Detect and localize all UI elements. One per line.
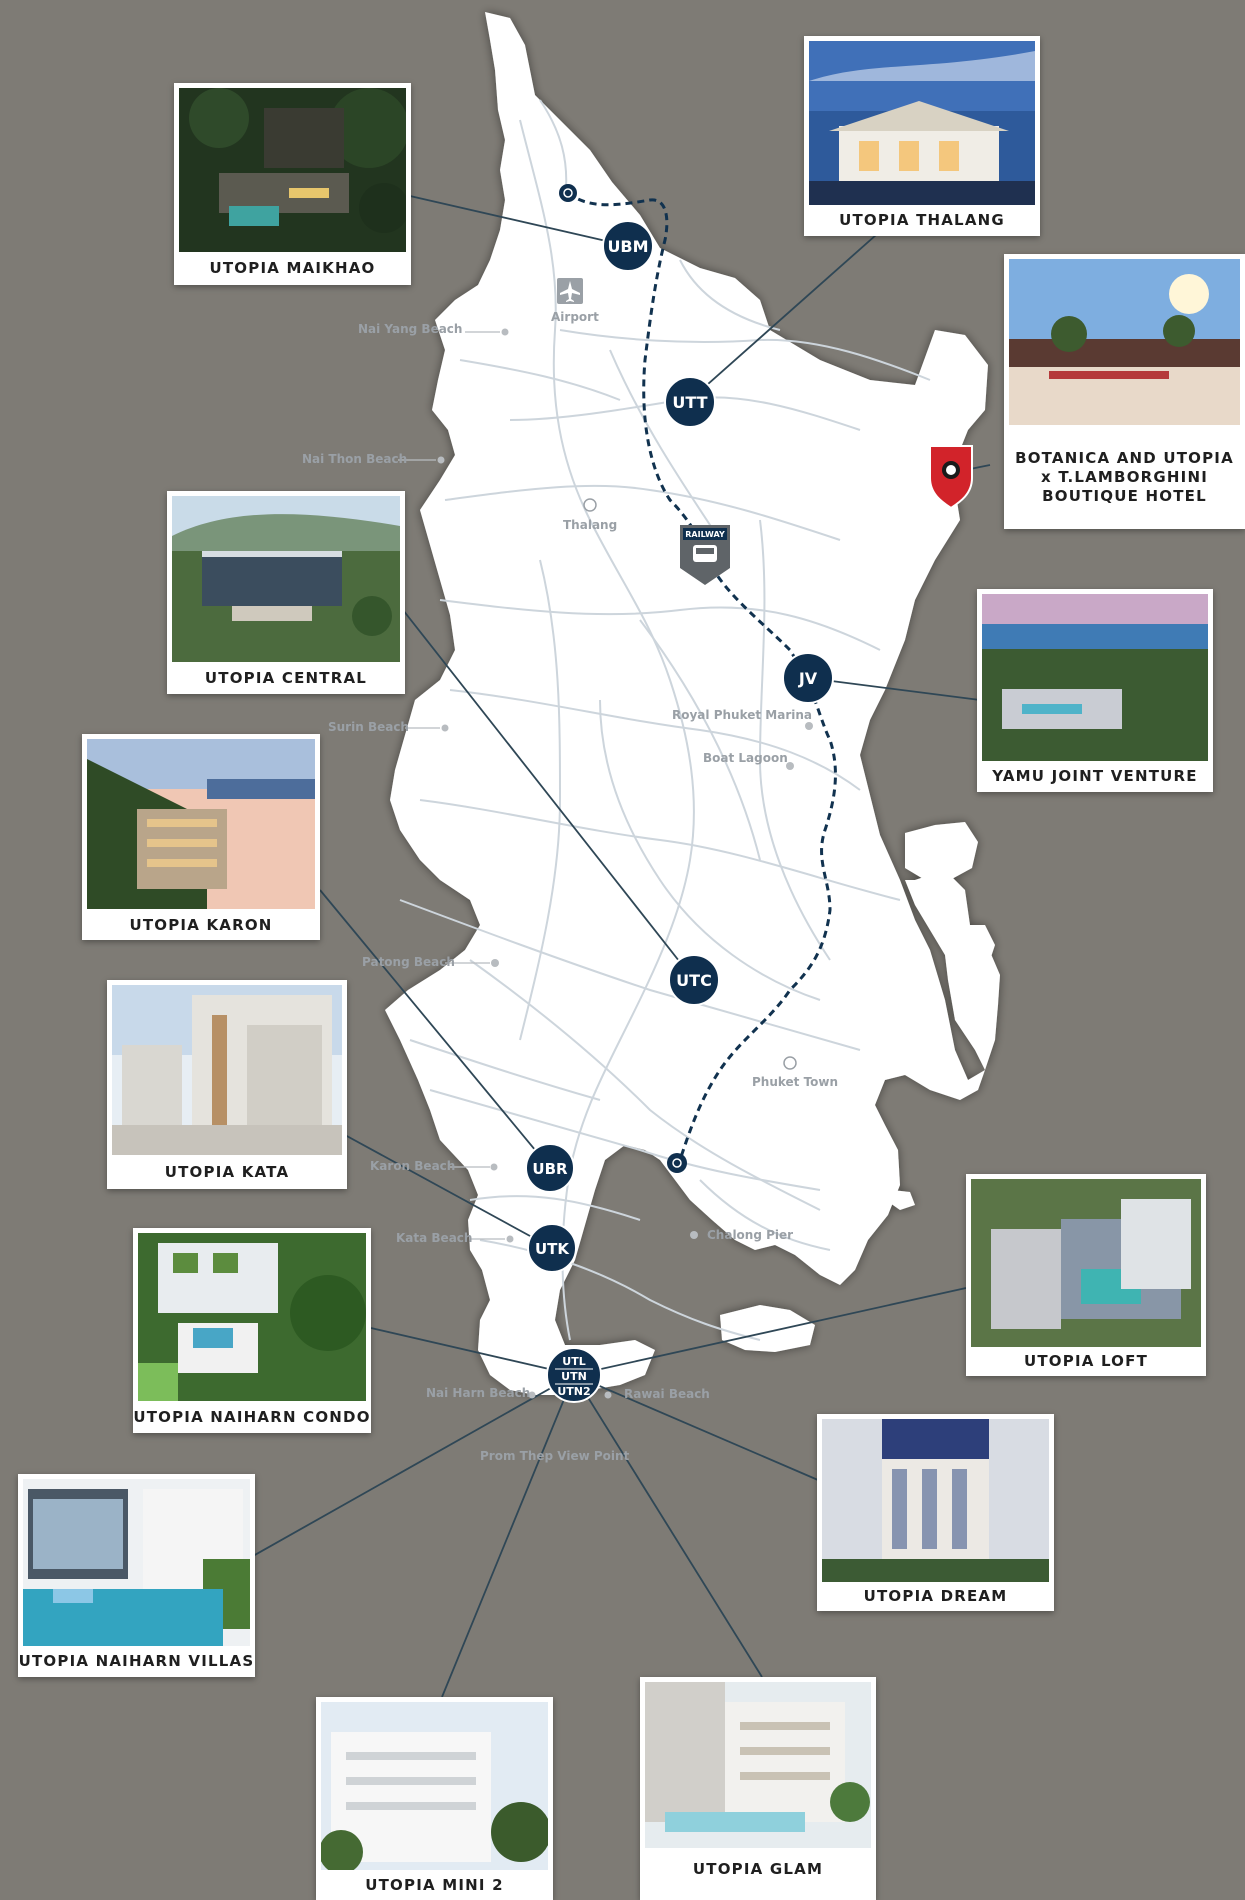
route-end-marker — [667, 1153, 687, 1173]
railway-icon: RAILWAY — [680, 525, 730, 585]
card-utopia-karon[interactable]: UTOPIA KARON — [82, 734, 320, 940]
svg-text:UTT: UTT — [672, 393, 707, 412]
caption-glam: UTOPIA GLAM — [692, 1859, 824, 1878]
marker-ubm[interactable]: UBM — [602, 220, 654, 272]
card-utopia-kata[interactable]: UTOPIA KATA — [107, 980, 347, 1189]
caption-mini-2: UTOPIA MINI 2 — [365, 1875, 504, 1894]
nai-thon-label: Nai Thon Beach — [302, 452, 407, 466]
svg-text:UTN2: UTN2 — [557, 1385, 590, 1398]
thalang-label: Thalang — [563, 518, 617, 532]
patong-label: Patong Beach — [362, 955, 455, 969]
marker-jv[interactable]: JV — [782, 652, 834, 704]
card-naiharn-villas[interactable]: UTOPIA NAIHARN VILLAS — [18, 1474, 255, 1677]
airport-icon — [557, 278, 583, 304]
promthep-label: Prom Thep View Point — [480, 1449, 630, 1463]
photo-naiharn-villas — [23, 1479, 250, 1646]
photo-thalang — [809, 41, 1035, 205]
card-botanica[interactable]: BOTANICA AND UTOPIA x T.LAMBORGHINI BOUT… — [1004, 254, 1245, 529]
photo-dream — [822, 1419, 1049, 1582]
surin-label: Surin Beach — [328, 720, 409, 734]
card-utopia-dream[interactable]: UTOPIA DREAM — [817, 1414, 1054, 1611]
place-labels: Airport Nai Yang Beach Nai Thon Beach Th… — [302, 278, 838, 1463]
svg-text:UTC: UTC — [676, 971, 712, 990]
caption-maikhao: UTOPIA MAIKHAO — [209, 259, 376, 277]
photo-yamu — [982, 594, 1208, 761]
card-utopia-loft[interactable]: UTOPIA LOFT — [966, 1174, 1206, 1376]
island — [385, 12, 1000, 1395]
nai-yang-label: Nai Yang Beach — [358, 322, 462, 336]
photo-botanica — [1009, 259, 1240, 425]
chalong-label: Chalong Pier — [707, 1228, 793, 1242]
marker-utl-utn-utn2[interactable]: UTL UTN UTN2 — [546, 1347, 602, 1403]
rawai-label: Rawai Beach — [624, 1387, 710, 1401]
airport-label: Airport — [551, 310, 599, 324]
phuket-town-label: Phuket Town — [752, 1075, 838, 1089]
marker-utc[interactable]: UTC — [668, 954, 720, 1006]
card-utopia-thalang[interactable]: UTOPIA THALANG — [804, 36, 1040, 236]
photo-glam — [645, 1682, 871, 1848]
photo-central — [172, 496, 400, 662]
svg-text:JV: JV — [798, 669, 818, 688]
caption-loft: UTOPIA LOFT — [1023, 1351, 1149, 1370]
card-utopia-maikhao[interactable]: UTOPIA MAIKHAO — [174, 83, 411, 285]
svg-text:UBR: UBR — [532, 1160, 568, 1178]
caption-karon: UTOPIA KARON — [129, 915, 273, 934]
caption-naiharn-condo: UTOPIA NAIHARN CONDO — [133, 1408, 371, 1426]
photo-naiharn-condo — [138, 1233, 366, 1401]
marker-utt[interactable]: UTT — [664, 376, 716, 428]
caption-kata: UTOPIA KATA — [164, 1162, 290, 1181]
photo-mini-2 — [321, 1702, 548, 1870]
card-naiharn-condo[interactable]: UTOPIA NAIHARN CONDO — [133, 1228, 371, 1433]
royal-marina-label: Royal Phuket Marina — [672, 708, 812, 722]
route-start-marker — [559, 184, 577, 202]
marker-utk[interactable]: UTK — [527, 1223, 577, 1273]
svg-text:RAILWAY: RAILWAY — [685, 530, 725, 539]
card-utopia-glam[interactable]: UTOPIA GLAM — [640, 1677, 876, 1900]
caption-botanica: BOTANICA AND UTOPIA x T.LAMBORGHINI BOUT… — [1015, 448, 1234, 505]
card-utopia-central[interactable]: UTOPIA CENTRAL — [167, 491, 405, 694]
caption-dream: UTOPIA DREAM — [863, 1587, 1008, 1605]
nai-harn-label: Nai Harn Beach — [426, 1386, 530, 1400]
marker-ubr[interactable]: UBR — [525, 1143, 575, 1193]
caption-thalang: UTOPIA THALANG — [839, 211, 1005, 229]
kata-label: Kata Beach — [396, 1231, 472, 1245]
caption-central: UTOPIA CENTRAL — [204, 668, 368, 687]
lamborghini-shield-icon — [929, 445, 973, 510]
photo-loft — [971, 1179, 1201, 1347]
svg-text:UBM: UBM — [607, 237, 648, 256]
card-utopia-mini-2[interactable]: UTOPIA MINI 2 — [316, 1697, 553, 1900]
railway-route — [567, 191, 837, 1161]
photo-kata — [112, 985, 342, 1155]
photo-karon — [87, 739, 315, 909]
card-yamu[interactable]: YAMU JOINT VENTURE — [977, 589, 1213, 792]
caption-naiharn-villas: UTOPIA NAIHARN VILLAS — [18, 1652, 255, 1670]
karon-label: Karon Beach — [370, 1159, 455, 1173]
boat-lagoon-label: Boat Lagoon — [703, 751, 788, 765]
photo-maikhao — [179, 88, 406, 252]
svg-text:UTL: UTL — [562, 1355, 585, 1368]
caption-yamu: YAMU JOINT VENTURE — [992, 767, 1198, 785]
svg-text:UTN: UTN — [561, 1370, 587, 1383]
svg-text:UTK: UTK — [535, 1240, 570, 1258]
